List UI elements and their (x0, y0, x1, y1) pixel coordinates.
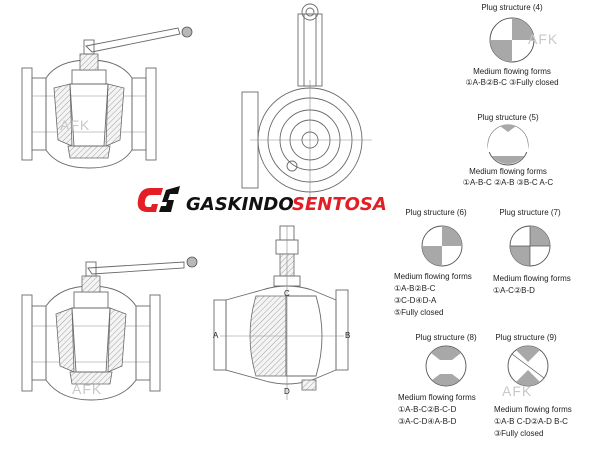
plug-8-title: Plug structure (8) (415, 333, 477, 342)
plug-6-forms-line-3: ⑤Fully closed (394, 308, 443, 317)
valve-view-top-middle (241, 3, 372, 200)
valve-section-top-left: AFK (21, 26, 193, 169)
plug-9-forms-title: Medium flowing forms (494, 405, 572, 414)
plug-8-forms-line-2: ③A-C-D④A-B-D (398, 417, 457, 426)
brand-logo: GASKINDO SENTOSA (137, 186, 387, 215)
plug-structure-6: Plug structure (6) Medium flowing forms … (394, 208, 472, 317)
plug-6-forms-line-2: ③C-D④D-A (394, 296, 437, 305)
plug-5-title: Plug structure (5) (477, 113, 539, 122)
plug-9-title: Plug structure (9) (495, 333, 557, 342)
port-letter-b: B (345, 331, 350, 340)
plug-structure-5: Plug structure (5) Medium flowing forms … (463, 113, 554, 187)
plug-9-forms-line-2: ③Fully closed (494, 429, 543, 438)
plug-8-forms-line-1: ①A-B-C②B-C-D (398, 405, 457, 414)
plug-5-forms-line-1: ①A-B-C ②A-B ③B-C A-C (463, 178, 554, 187)
plug-structure-4: Plug structure (4) AFK Medium flowing fo… (465, 3, 558, 87)
watermark-text: AFK (60, 117, 90, 133)
plug-6-forms-line-1: ①A-B②B-C (394, 284, 436, 293)
plug-4-title: Plug structure (4) (481, 3, 543, 12)
plug-5-forms-title: Medium flowing forms (469, 167, 547, 176)
brand-name-part1: GASKINDO (186, 194, 294, 215)
plug-6-title: Plug structure (6) (405, 208, 467, 217)
plug-structure-7: Plug structure (7) Medium flowing forms … (493, 208, 571, 295)
plug-9-watermark: AFK (502, 383, 532, 399)
plug-4-forms-title: Medium flowing forms (473, 67, 551, 76)
plug-4-watermark: AFK (528, 31, 558, 47)
plug-4-forms-line-1: ①A-B②B-C ③Fully closed (465, 78, 558, 87)
plug-7-forms-line-1: ①A-C②B-D (493, 286, 535, 295)
plug-4-fill (512, 18, 534, 40)
plug-6-forms-title: Medium flowing forms (394, 272, 472, 281)
plug-9-forms-line-1: ①A-B C-D②A-D B-C (494, 417, 568, 426)
plug-7-title: Plug structure (7) (499, 208, 561, 217)
plug-7-forms-title: Medium flowing forms (493, 274, 571, 283)
port-letter-a: A (213, 331, 219, 340)
valve-section-bottom-middle: A B C D (213, 225, 350, 400)
watermark-text-bottom: AFK (72, 381, 102, 397)
valve-section-bottom-left: AFK (21, 256, 198, 401)
brand-name-part2: SENTOSA (292, 194, 387, 215)
plug-structure-8: Plug structure (8) Medium flowing forms … (398, 333, 477, 426)
port-letter-d: D (284, 387, 290, 396)
plug-structure-9: Plug structure (9) AFK Medium flowing fo… (494, 333, 572, 438)
plug-8-forms-title: Medium flowing forms (398, 393, 476, 402)
port-letter-c: C (284, 289, 290, 298)
